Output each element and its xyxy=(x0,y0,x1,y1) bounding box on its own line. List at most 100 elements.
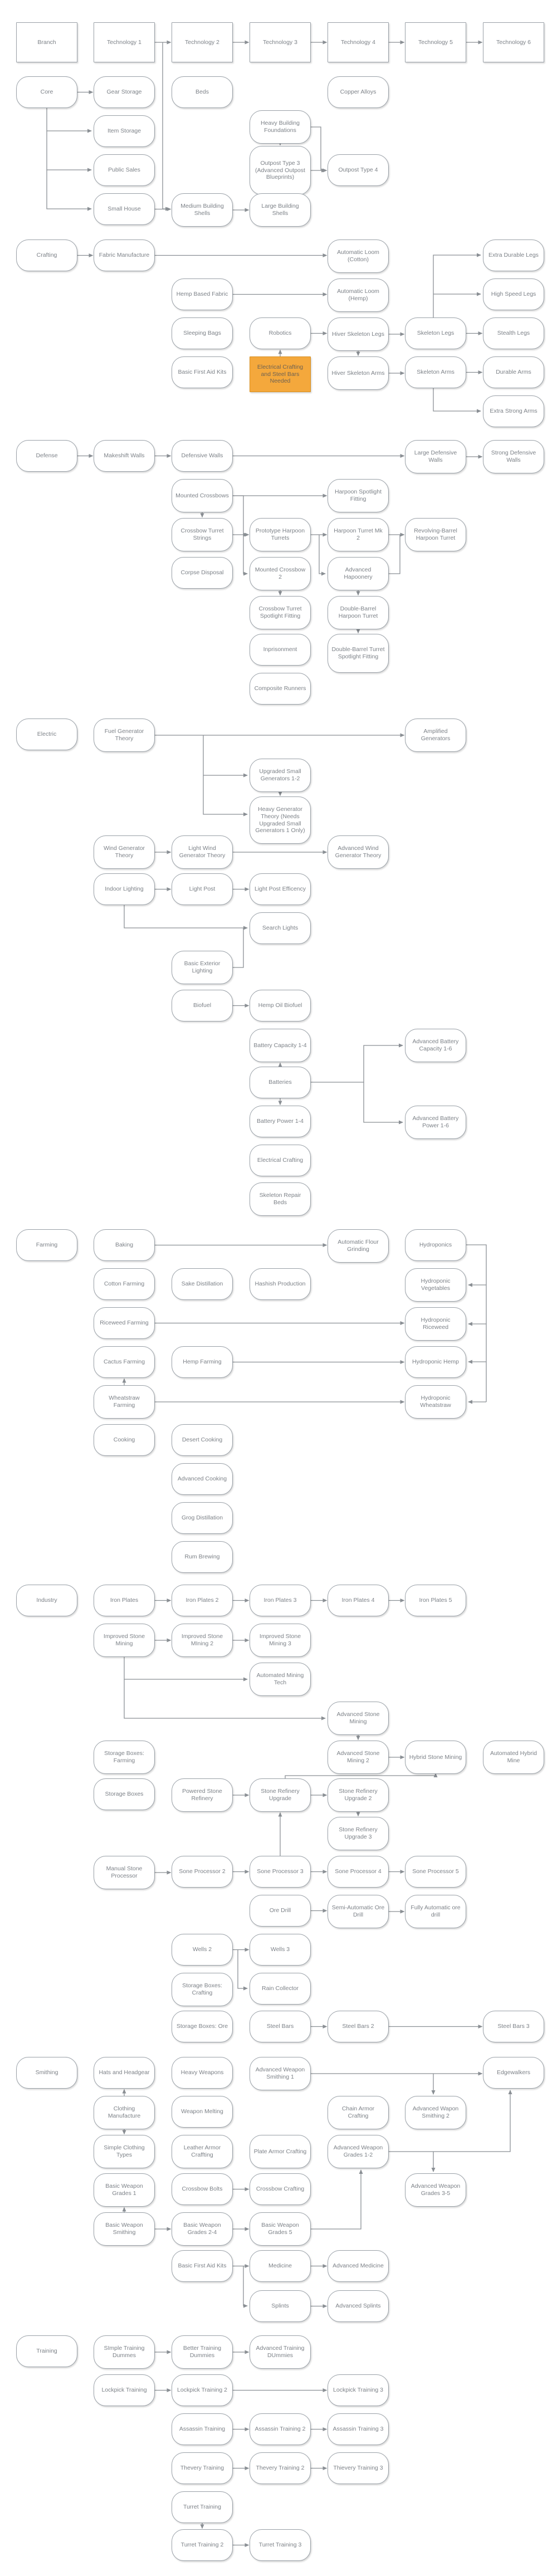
node-hydro-riceweed[interactable]: Hydroponic Riceweed xyxy=(405,1307,466,1341)
node-lockpick-training2[interactable]: Lockpick Training 2 xyxy=(172,2374,233,2406)
node-industry[interactable]: Industry xyxy=(16,1585,77,1616)
node-large-building-shells[interactable]: Large Building Shells xyxy=(250,193,311,227)
node-revolving-barrel[interactable]: Revolving-Barrel Harpoon Turret xyxy=(405,518,466,551)
node-improved-stone-mining[interactable]: Improved Stone Mining xyxy=(94,1624,155,1657)
node-mounted-crossbows[interactable]: Mounted Crossbows xyxy=(172,479,233,512)
node-clothing-manufacture[interactable]: Clothing Manufacture xyxy=(94,2096,155,2129)
node-assassin-training3[interactable]: Assassin Training 3 xyxy=(328,2413,389,2445)
node-public-sales[interactable]: Public Sales xyxy=(94,154,155,186)
node-tech4[interactable]: Technology 4 xyxy=(328,22,389,62)
node-crossbow-turret-strings[interactable]: Crossbow Turret Strings xyxy=(172,518,233,551)
node-upgraded-small-gens[interactable]: Upgraded Small Generators 1-2 xyxy=(250,759,311,792)
node-cotton-farming[interactable]: Cotton Farming xyxy=(94,1268,155,1300)
node-prototype-harpoon-turrets[interactable]: Prototype Harpoon Turrets xyxy=(250,518,311,551)
node-storage-boxes[interactable]: Storage Boxes xyxy=(94,1778,155,1810)
node-copper-alloys[interactable]: Copper Alloys xyxy=(328,76,389,108)
node-biofuel[interactable]: Biofuel xyxy=(172,990,233,1021)
node-medium-building-shells[interactable]: Medium Building Shells xyxy=(172,193,233,227)
node-fuel-gen-theory[interactable]: Fuel Generator Theory xyxy=(94,718,155,752)
node-high-speed-legs[interactable]: High Speed Legs xyxy=(483,278,544,310)
node-thevery-training2[interactable]: Thevery Training 2 xyxy=(250,2452,311,2484)
node-inprisonment[interactable]: Inprisonment xyxy=(250,634,311,666)
node-thevery-training[interactable]: Thevery Training xyxy=(172,2452,233,2484)
node-battery-capacity[interactable]: Battery Capacity 1-4 xyxy=(250,1029,311,1062)
node-lockpick-training[interactable]: Lockpick Training xyxy=(94,2374,155,2406)
node-sone-processor3[interactable]: Sone Processor 3 xyxy=(250,1856,311,1888)
node-stealth-legs[interactable]: Stealth Legs xyxy=(483,317,544,349)
node-beds[interactable]: Beds xyxy=(172,76,233,108)
node-corpse-disposal[interactable]: Corpse Disposal xyxy=(172,557,233,589)
node-fully-auto-ore-drill[interactable]: Fully Automatic ore drill xyxy=(405,1895,466,1928)
node-skeleton-repair-beds[interactable]: Skeleton Repair Beds xyxy=(250,1182,311,1216)
node-mounted-crossbow-2[interactable]: Mounted Crossbow 2 xyxy=(250,557,311,590)
node-advanced-medicine[interactable]: Advanced Medicine xyxy=(328,2250,389,2282)
node-advanced-stone-mining[interactable]: Advanced Stone Mining xyxy=(328,1702,389,1735)
node-heavy-gen-theory[interactable]: Heavy Generator Theory (Needs Upgraded S… xyxy=(250,796,311,844)
node-iron-plates4[interactable]: Iron Plates 4 xyxy=(328,1585,389,1616)
node-hiver-skeleton-arms[interactable]: Hiver Skeleton Arms xyxy=(328,356,389,390)
node-hiver-skeleton-legs[interactable]: Hiver Skeleton Legs xyxy=(328,317,389,351)
node-skeleton-arms[interactable]: Skeleton Arms xyxy=(405,356,466,388)
node-training[interactable]: Training xyxy=(16,2335,77,2367)
node-weapon-melting[interactable]: Weapon Melting xyxy=(172,2096,233,2128)
node-turret-training[interactable]: Turret Training xyxy=(172,2491,233,2523)
node-tech2[interactable]: Technology 2 xyxy=(172,22,233,62)
node-tech6[interactable]: Technology 6 xyxy=(483,22,544,62)
node-sone-processor2[interactable]: Sone Processor 2 xyxy=(172,1856,233,1888)
node-storage-boxes-ore[interactable]: Storage Boxes: Ore xyxy=(172,2011,233,2042)
node-hemp-oil-biofuel[interactable]: Hemp Oil Biofuel xyxy=(250,990,311,1021)
node-gear-storage[interactable]: Gear Storage xyxy=(94,76,155,108)
node-crossbow-bolts[interactable]: Crossbow Bolts xyxy=(172,2173,233,2205)
node-simple-training-dummes[interactable]: SImple Training Dummes xyxy=(94,2335,155,2369)
node-cooking[interactable]: Cooking xyxy=(94,1424,155,1456)
node-basic-first-aid-kits2[interactable]: Basic First Aid Kits xyxy=(172,2250,233,2282)
node-basic-weapon-grades1[interactable]: Basic Weapon Grades 1 xyxy=(94,2173,155,2207)
node-powered-stone-refinery[interactable]: Powered Stone Refinery xyxy=(172,1778,233,1812)
node-adv-wapon-smithing2[interactable]: Advanced Wapon Smithing 2 xyxy=(405,2096,466,2129)
node-tech1[interactable]: Technology 1 xyxy=(94,22,155,62)
node-harpoon-spotlight-fitting[interactable]: Harpoon Spotlight Fitting xyxy=(328,479,389,512)
node-smithing[interactable]: Smithing xyxy=(16,2057,77,2089)
node-plate-armor-crafting[interactable]: Plate Armor Crafting xyxy=(250,2135,311,2168)
node-basic-weapon-grades5[interactable]: Basic Weapon Grades 5 xyxy=(250,2212,311,2246)
node-defensive-walls[interactable]: Defensive Walls xyxy=(172,440,233,472)
node-auto-loom-cotton[interactable]: Automatic Loom (Cotton) xyxy=(328,239,389,273)
node-adv-battery-power[interactable]: Advanced Battery Power 1-6 xyxy=(405,1106,466,1139)
node-hydro-hemp[interactable]: Hydroponic Hemp xyxy=(405,1346,466,1378)
node-manual-stone-processor[interactable]: Manual Stone Processor xyxy=(94,1856,155,1889)
node-advanced-splints[interactable]: Advanced Splints xyxy=(328,2290,389,2322)
node-basic-ext-lighting[interactable]: Basic Exterior Lighting xyxy=(172,951,233,984)
node-durable-arms[interactable]: Durable Arms xyxy=(483,356,544,388)
node-iron-plates3[interactable]: Iron Plates 3 xyxy=(250,1585,311,1616)
node-hemp-farming[interactable]: Hemp Farming xyxy=(172,1346,233,1378)
node-wheatstraw-farming[interactable]: Wheatstraw Farming xyxy=(94,1385,155,1419)
node-thievery-training3[interactable]: Thievery Training 3 xyxy=(328,2452,389,2484)
node-ore-drill[interactable]: Ore Drill xyxy=(250,1895,311,1927)
node-turret-training3[interactable]: Turret Training 3 xyxy=(250,2529,311,2561)
node-hybrid-stone-mining[interactable]: Hybrid Stone Mining xyxy=(405,1741,466,1774)
node-outpost3[interactable]: Outpost Type 3 (Advanced Outpost Bluepri… xyxy=(250,146,311,195)
node-light-post-eff[interactable]: Light Post Efficency xyxy=(250,873,311,905)
node-battery-power[interactable]: Battery Power 1-4 xyxy=(250,1106,311,1137)
node-sone-processor5[interactable]: Sone Processor 5 xyxy=(405,1856,466,1888)
node-rum-brewing[interactable]: Rum Brewing xyxy=(172,1541,233,1573)
node-lockpick-training3[interactable]: Lockpick Training 3 xyxy=(328,2374,389,2406)
node-iron-plates2[interactable]: Iron Plates 2 xyxy=(172,1585,233,1616)
node-crafting[interactable]: Crafting xyxy=(16,239,77,271)
node-heavy-weapons[interactable]: Heavy Weapons xyxy=(172,2057,233,2089)
node-iron-plates[interactable]: Iron Plates xyxy=(94,1585,155,1616)
node-extra-durable-legs[interactable]: Extra Durable Legs xyxy=(483,239,544,271)
node-outpost4[interactable]: Outpost Type 4 xyxy=(328,154,389,186)
node-automated-hybrid-mine[interactable]: Automated Hybrid Mine xyxy=(483,1741,544,1774)
node-steel-bars[interactable]: Steel Bars xyxy=(250,2011,311,2042)
node-hemp-based-fabric[interactable]: Hemp Based Fabric xyxy=(172,278,233,310)
node-hydroponics[interactable]: Hydroponics xyxy=(405,1229,466,1261)
node-leather-armor-craffting[interactable]: Leather Armor Craffting xyxy=(172,2135,233,2168)
node-sone-processor4[interactable]: Sone Processor 4 xyxy=(328,1856,389,1888)
node-storage-boxes-crafting[interactable]: Storage Boxes: Crafting xyxy=(172,1973,233,2006)
node-elec-note[interactable]: Electrical Crafting and Steel Bars Neede… xyxy=(250,356,311,392)
node-riceweed-farming[interactable]: Riceweed Farming xyxy=(94,1307,155,1339)
node-adv-weapon-smithing1[interactable]: Advanced Weapon Smithing 1 xyxy=(250,2057,311,2090)
node-adv-wind-gen[interactable]: Advanced Wind Generator Theory xyxy=(328,835,389,869)
node-rain-collector[interactable]: Rain Collector xyxy=(250,1973,311,2005)
